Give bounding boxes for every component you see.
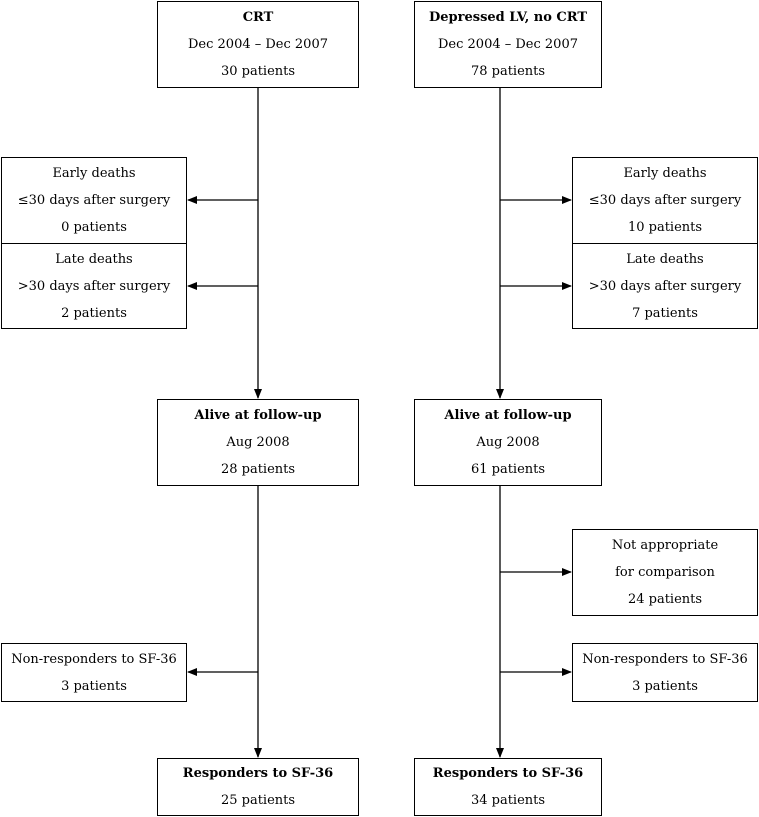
early-deaths-count: 0 patients — [61, 220, 127, 235]
late-deaths-label: Late deaths — [55, 251, 133, 267]
alive-date: Aug 2008 — [476, 435, 540, 450]
crt-header-box: CRT Dec 2004 – Dec 2007 30 patients — [157, 1, 359, 88]
right-early-deaths-box: Early deaths ≤30 days after surgery 10 p… — [572, 157, 758, 244]
no-crt-header-box: Depressed LV, no CRT Dec 2004 – Dec 2007… — [414, 1, 602, 88]
left-alive-box: Alive at follow-up Aug 2008 28 patients — [157, 399, 359, 486]
crt-count: 30 patients — [220, 64, 296, 79]
no-crt-count: 78 patients — [470, 64, 546, 79]
late-deaths-count: 2 patients — [61, 305, 127, 321]
right-not-appropriate-box: Not appropriate for comparison 24 patien… — [572, 529, 758, 616]
alive-title: Alive at follow-up — [444, 408, 572, 423]
early-deaths-label: Early deaths — [52, 166, 136, 181]
left-responders-box: Responders to SF-36 25 patients — [157, 758, 359, 816]
nonresponders-count: 3 patients — [632, 678, 698, 694]
late-deaths-label: Late deaths — [626, 251, 704, 267]
responders-title: Responders to SF-36 — [182, 766, 334, 781]
left-late-deaths-box: Late deaths >30 days after surgery 2 pat… — [1, 243, 187, 329]
right-responders-box: Responders to SF-36 34 patients — [414, 758, 602, 816]
nonresponders-label: Non-responders to SF-36 — [11, 651, 177, 667]
alive-count: 61 patients — [470, 462, 546, 477]
no-crt-period: Dec 2004 – Dec 2007 — [438, 37, 578, 52]
early-deaths-criterion: ≤30 days after surgery — [17, 193, 171, 208]
nonresponders-count: 3 patients — [61, 678, 127, 694]
left-nonresponders-box: Non-responders to SF-36 3 patients — [1, 643, 187, 702]
crt-title: CRT — [242, 10, 274, 25]
right-nonresponders-box: Non-responders to SF-36 3 patients — [572, 643, 758, 702]
no-crt-title: Depressed LV, no CRT — [429, 10, 587, 25]
late-deaths-criterion: >30 days after surgery — [17, 278, 171, 294]
alive-title: Alive at follow-up — [194, 408, 322, 423]
left-early-deaths-box: Early deaths ≤30 days after surgery 0 pa… — [1, 157, 187, 244]
responders-title: Responders to SF-36 — [432, 766, 584, 781]
not-appropriate-line1: Not appropriate — [611, 538, 719, 553]
early-deaths-label: Early deaths — [623, 166, 707, 181]
early-deaths-count: 10 patients — [627, 220, 703, 235]
responders-count: 25 patients — [220, 793, 296, 808]
right-late-deaths-box: Late deaths >30 days after surgery 7 pat… — [572, 243, 758, 329]
late-deaths-count: 7 patients — [632, 305, 698, 321]
not-appropriate-count: 24 patients — [627, 592, 703, 607]
not-appropriate-line2: for comparison — [615, 565, 715, 580]
right-alive-box: Alive at follow-up Aug 2008 61 patients — [414, 399, 602, 486]
nonresponders-label: Non-responders to SF-36 — [582, 651, 748, 667]
alive-count: 28 patients — [220, 462, 296, 477]
early-deaths-criterion: ≤30 days after surgery — [588, 193, 742, 208]
alive-date: Aug 2008 — [226, 435, 290, 450]
late-deaths-criterion: >30 days after surgery — [588, 278, 742, 294]
responders-count: 34 patients — [470, 793, 546, 808]
crt-period: Dec 2004 – Dec 2007 — [188, 37, 328, 52]
